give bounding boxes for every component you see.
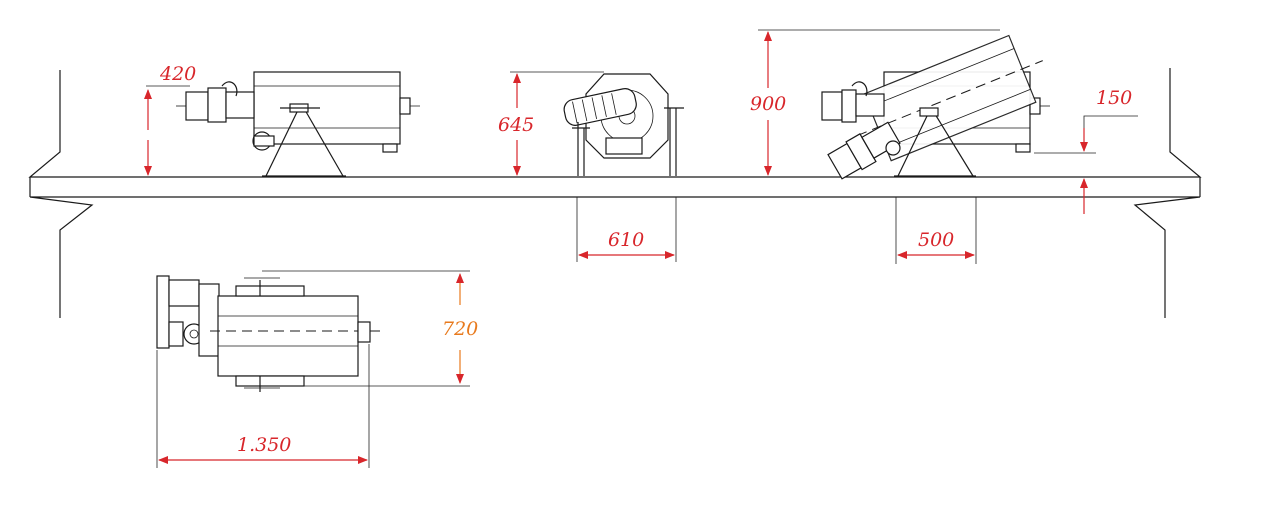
machine-tilted-view [821,34,1050,180]
floor-slab [28,68,1202,318]
dimension-420: 420 [144,63,196,176]
dimension-label-900: 900 [750,93,786,115]
dimension-label-645: 645 [498,114,534,136]
machine-top-view [156,275,384,392]
dimension-label-150: 150 [1096,87,1132,109]
dimension-label-610: 610 [608,229,644,251]
dimension-label-500: 500 [918,229,954,251]
dimension-label-720: 720 [442,318,478,340]
machine-front-view [563,73,684,176]
dimension-1350: 1.350 [156,344,370,468]
dimension-720: 720 [262,270,478,387]
dimension-label-420: 420 [159,63,196,85]
machine-side-view [176,71,420,177]
dimension-label-1350: 1.350 [237,434,291,456]
dimension-150: 150 [1034,87,1138,214]
dimension-500: 500 [895,197,977,264]
dimension-645: 645 [498,71,604,176]
dimension-900: 900 [750,29,1000,176]
dimension-610: 610 [576,197,677,262]
